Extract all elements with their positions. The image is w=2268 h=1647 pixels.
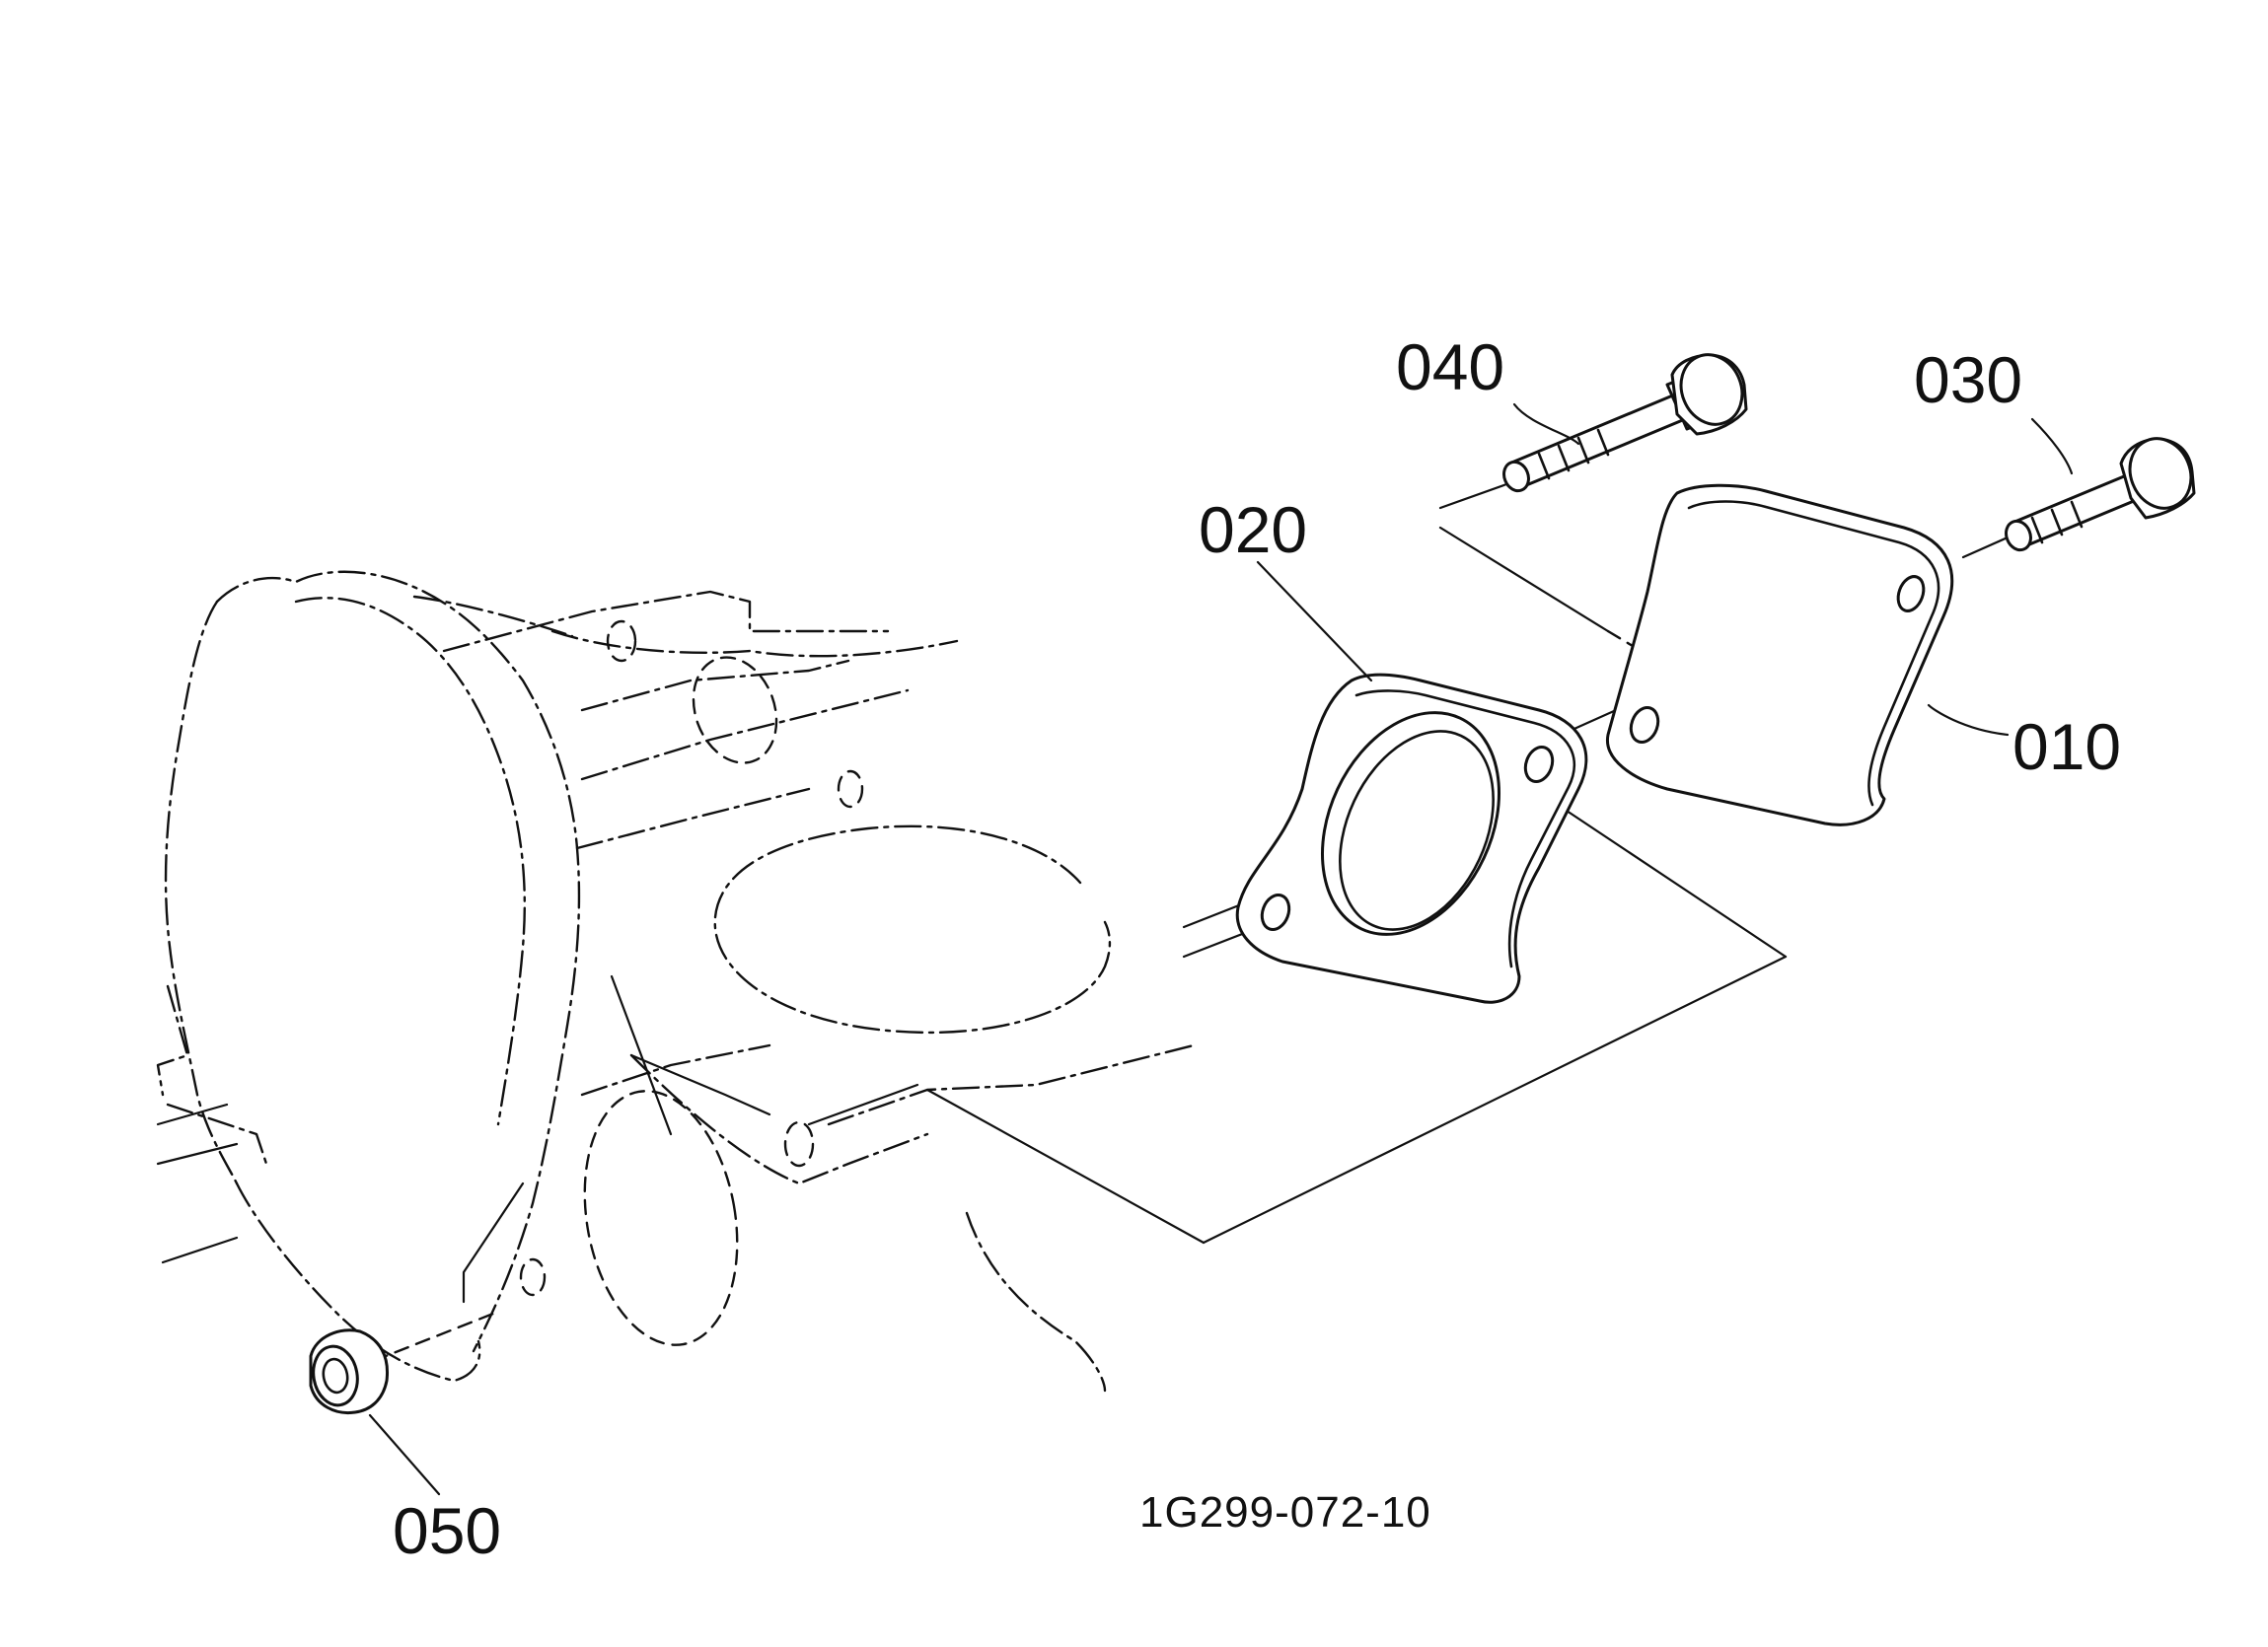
bolt-040 xyxy=(1502,353,1748,493)
drawing-number: 1G299-072-10 xyxy=(1139,1488,1431,1537)
bolt-030 xyxy=(2005,437,2196,552)
cover-plate-010 xyxy=(1606,483,1954,826)
callout-050: 050 xyxy=(393,1494,501,1567)
callout-040: 040 xyxy=(1396,330,1504,403)
engine-housing-phantom xyxy=(156,570,1196,1393)
gasket-020 xyxy=(1235,673,1588,1004)
leader-lines xyxy=(368,402,2074,1496)
nut-050 xyxy=(309,1328,390,1415)
callout-010: 010 xyxy=(2012,710,2121,783)
callout-020: 020 xyxy=(1199,493,1307,566)
callout-030: 030 xyxy=(1914,343,2022,416)
